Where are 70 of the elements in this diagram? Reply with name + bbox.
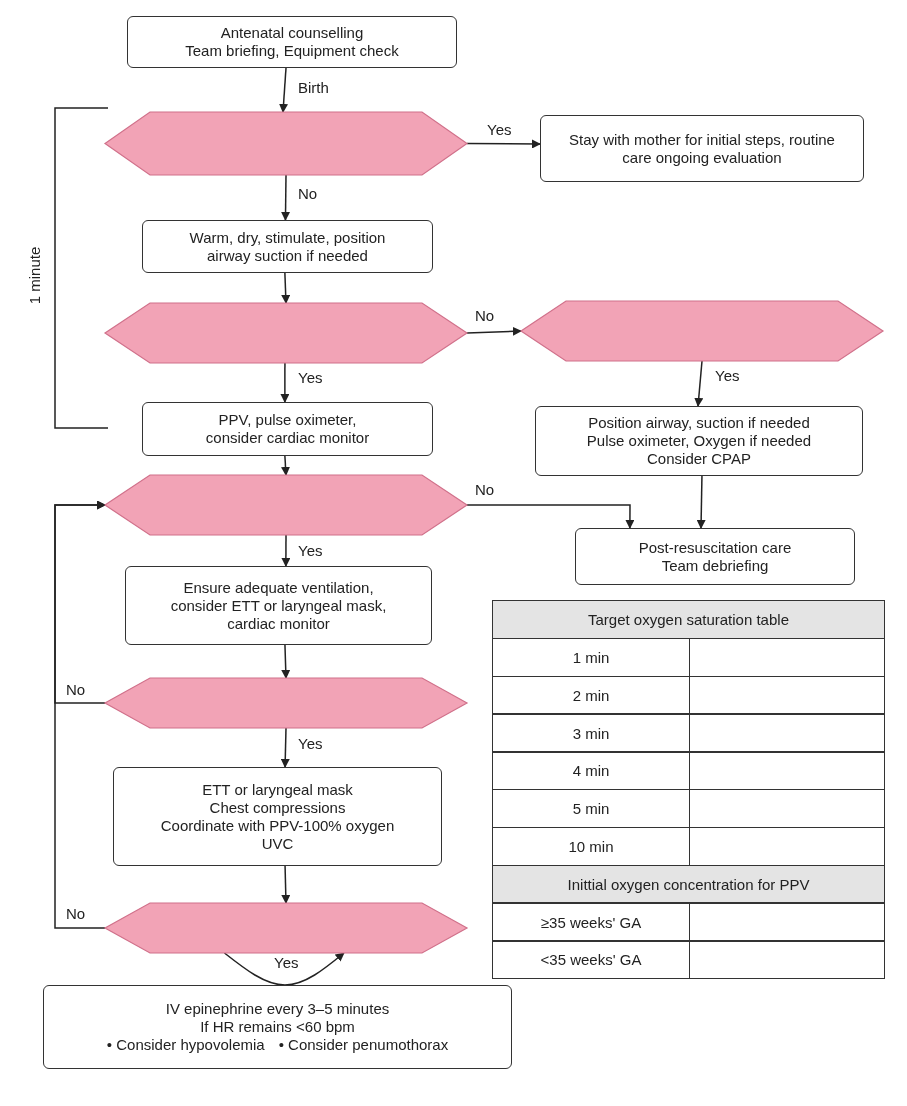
edge-label: Yes bbox=[485, 122, 514, 138]
edge-label: No bbox=[473, 482, 497, 498]
arrow bbox=[694, 360, 704, 407]
box-text: Position airway, suction if needed bbox=[588, 414, 810, 432]
box-text: Chest compressions bbox=[209, 798, 346, 817]
process-box bbox=[125, 566, 432, 645]
box-text: Coordinate with PPV-100% oxygen bbox=[160, 816, 395, 835]
decision-hexagon bbox=[105, 475, 467, 535]
process-box bbox=[43, 985, 512, 1069]
process-box bbox=[142, 220, 433, 273]
arrow bbox=[281, 455, 290, 476]
box-text: IV epinephrine every 3–5 minutes bbox=[165, 1000, 390, 1018]
process-box bbox=[535, 406, 863, 476]
edge-label: Yes bbox=[296, 736, 325, 752]
box-text: Team briefing, Equipment check bbox=[185, 42, 399, 60]
table-cell: <35 weeks' GA bbox=[492, 940, 690, 980]
box-text: Pulse oximeter, Oxygen if needed bbox=[586, 432, 812, 450]
arrow bbox=[696, 475, 706, 529]
edge-label: No bbox=[64, 682, 88, 698]
edge-label: Yes bbox=[296, 370, 325, 386]
arrow bbox=[280, 362, 290, 403]
table-cell: 4 min bbox=[492, 751, 690, 791]
decision-hexagon bbox=[105, 112, 467, 175]
decision-hexagon bbox=[521, 301, 883, 361]
edge-label: Yes bbox=[272, 955, 301, 971]
box-text: Stay with mother for initial steps, routine care ongoing evaluation bbox=[568, 130, 836, 167]
arrow bbox=[281, 865, 291, 904]
arrow bbox=[279, 67, 289, 113]
table-header-cell: Target oxygen saturation table bbox=[492, 600, 885, 640]
arrow bbox=[281, 174, 291, 221]
box-text: Warm, dry, stimulate, position airway suction if needed bbox=[188, 228, 387, 265]
edge-label: No bbox=[64, 906, 88, 922]
box-text: PPV, pulse oximeter, consider cardiac monitor bbox=[204, 411, 371, 447]
box-text: If HR remains <60 bpm bbox=[200, 1018, 355, 1036]
decision-hexagon bbox=[105, 678, 467, 728]
edge-label: Yes bbox=[713, 368, 742, 384]
process-box bbox=[127, 16, 457, 68]
arrow bbox=[280, 727, 290, 768]
arrow bbox=[281, 272, 291, 304]
box-text: Antenatal counselling bbox=[220, 24, 364, 42]
arrow bbox=[466, 504, 635, 529]
process-box bbox=[540, 115, 864, 182]
process-box bbox=[142, 402, 433, 456]
time-label: 1 minute bbox=[26, 245, 44, 306]
decision-hexagon bbox=[105, 903, 467, 953]
decision-hexagon bbox=[105, 303, 467, 363]
edge-label: No bbox=[296, 186, 320, 202]
box-text: • Consider penumothorax bbox=[278, 1036, 449, 1054]
table-cell: 2 min bbox=[492, 675, 690, 715]
arrow bbox=[281, 534, 291, 567]
box-text: Team debriefing bbox=[661, 556, 769, 575]
arrow bbox=[54, 500, 106, 929]
process-box bbox=[575, 528, 855, 585]
arrow bbox=[281, 644, 291, 679]
edge-label: No bbox=[473, 308, 497, 324]
arrow bbox=[223, 952, 345, 986]
box-text: ETT or laryngeal mask bbox=[202, 780, 353, 799]
table-cell: 3 min bbox=[492, 713, 690, 753]
process-box bbox=[113, 767, 442, 866]
edge-label: Birth bbox=[296, 80, 331, 96]
arrow bbox=[466, 139, 541, 149]
table-header-cell: Inittial oxygen concentration for PPV bbox=[492, 864, 885, 904]
arrow bbox=[466, 326, 522, 336]
box-text: Post-resuscitation care bbox=[638, 538, 792, 557]
box-text: • Consider hypovolemia bbox=[106, 1036, 265, 1054]
box-text: Ensure adequate ventilation, consider ETT or laryngeal mask, cardiac monitor bbox=[169, 578, 388, 633]
box-text: Consider CPAP bbox=[647, 450, 751, 468]
edge-label: Yes bbox=[296, 543, 325, 559]
table-cell: ≥35 weeks' GA bbox=[492, 902, 690, 942]
box-text: UVC bbox=[261, 834, 294, 853]
